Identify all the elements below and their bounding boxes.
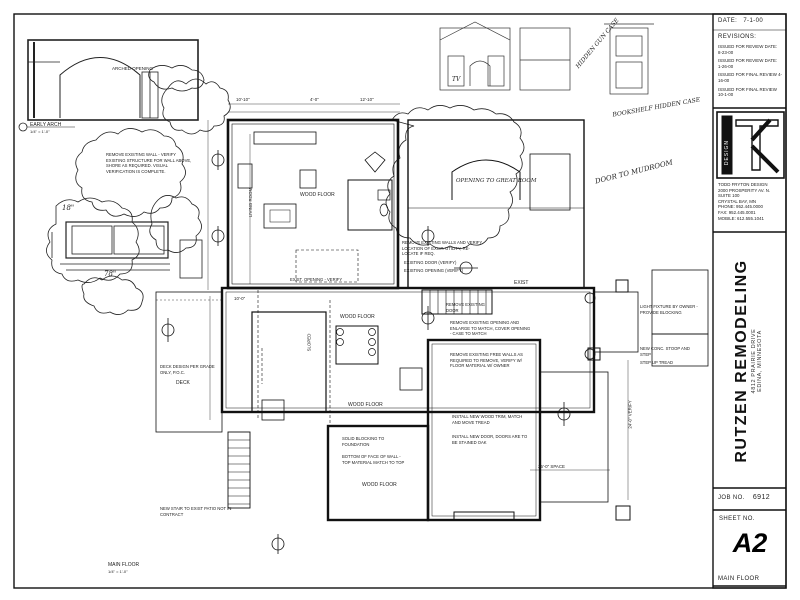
annotation-note: REMOVE EXISTING WALLS AND VERIFY LOCATIO… [402, 240, 483, 257]
firm-line: TODD FRYTON DESIGN [718, 182, 768, 187]
logo-vertical-text: DESIGN [724, 140, 730, 166]
annotation-note: EXIST. OPENING - VERIFY [290, 277, 343, 282]
annotation-note: EXISTING DOOR (VERIFY) [404, 260, 457, 265]
project-address-line-2: EDINA, MINNESOTA [757, 330, 763, 392]
handwritten-note: 18" [62, 204, 75, 212]
handwritten-note: OPENING TO GREAT ROOM [456, 178, 537, 184]
revision-entry: ISSUED FOR FINAL REVIEW 4-16-00 [718, 72, 782, 83]
stair [421, 289, 493, 315]
annotation-note: SOLID BLOCKING TO FOUNDATION [342, 436, 385, 447]
annotation-note: NEW STAIR TO EXIST PATIO NOT IN CONTRACT [160, 506, 232, 517]
firm-line: 2000 PROSPERITY AV. N. [718, 187, 771, 193]
annotation-note: EXISTING OPENING (VERIFY) [404, 268, 464, 273]
sheet-number-label: SHEET NO. [719, 516, 755, 522]
revision-entry: ISSUED FOR REVIEW DATE: 8-23-00 [718, 44, 778, 55]
firm-line: SUITE 100 [718, 193, 740, 199]
firm-info: TODD FRYTON DESIGN 2000 PROSPERITY AV. N… [718, 182, 782, 221]
early-arch-label: EARLY ARCH [30, 122, 62, 128]
date-value: 7-1-00 [743, 18, 764, 24]
firm-line: MOBILE: 612.555.1041 [718, 215, 764, 221]
annotation-note: REMOVE EXISTING FREE WALLS AS REQUIRED T… [450, 352, 523, 369]
main-floor-plan [155, 103, 709, 554]
room-label: WOOD FLOOR [340, 314, 375, 320]
annotation-note: LIGHT FIXTURE BY OWNER - PROVIDE BLOCKIN… [640, 304, 698, 315]
dimension-label: 12'-10" [360, 97, 374, 102]
title-block-frame [712, 13, 787, 589]
annotation-note: REMOVE EXISTING OPENING AND ENLARGE TO M… [450, 320, 531, 337]
dimension-label: 25'-0" SPACE [538, 464, 565, 469]
arched-opening-label: ARCHED OPENING [112, 66, 154, 71]
date-field: DATE: 7-1-00 [718, 18, 763, 24]
deck-label: DECK [176, 380, 190, 386]
firm-logo [716, 111, 785, 179]
exist-label: EXIST [514, 280, 529, 286]
sheet-number-value: A2 [732, 528, 768, 558]
annotation-note: STEP UP TREAD [640, 360, 674, 365]
revision-entry: ISSUED FOR FINAL REVIEW 10-1-00 [718, 86, 777, 98]
dimension-label: 10'-10" [236, 97, 250, 102]
room-label: WOOD FLOOR [362, 482, 397, 488]
job-number-value: 6912 [752, 494, 771, 501]
date-label: DATE: [718, 18, 738, 24]
firm-line: PHONE: 952.445.0000 [718, 204, 763, 210]
annotation-note: INSTALL NEW DOOR, DOORS ARE TO BE STAINE… [452, 434, 528, 445]
annotation-note: REMOVE EXISTING DOOR [446, 302, 485, 313]
handwritten-note: TV [452, 76, 461, 83]
window-section-detail [51, 221, 203, 279]
main-floor-scale: 1/4" = 1'-0" [108, 569, 128, 574]
revisions-label: REVISIONS: [718, 34, 757, 40]
early-arch-detail [18, 39, 199, 132]
main-floor-label: MAIN FLOOR [108, 562, 140, 568]
annotation-note: BOTTOM OF FACE OF WALL - TOP MATERIAL MA… [342, 454, 405, 465]
firm-line: CRYSTAL BAY, MN [718, 198, 757, 204]
annotation-note: REMOVE EXISTING WALL - VERIFY EXISTING S… [106, 152, 192, 174]
revision-entry: ISSUED FOR REVIEW DATE: 1-26-00 [718, 58, 778, 69]
annotation-note: DECK DESIGN PER GRADE ONLY, P.O.C. [160, 364, 215, 375]
sheet-number-field: SHEET NO. A2 [714, 516, 786, 559]
exterior-stair [227, 431, 251, 509]
sheet-border [13, 13, 787, 589]
elevation-sketch [439, 21, 654, 95]
dimension-label: 24'-0" VERIFY [627, 400, 633, 429]
annotation-note: INSTALL NEW WOOD TRIM, MATCH AND MOVE TR… [452, 414, 523, 425]
dimension-label: LIVING ROOM [248, 187, 254, 218]
dimension-label: SLOPED [306, 333, 312, 352]
sheet-title: MAIN FLOOR [718, 576, 760, 582]
room-label: WOOD FLOOR [348, 402, 383, 408]
job-number-field: JOB NO. 6912 [718, 494, 770, 501]
project-name: RUTZEN REMODELING [733, 259, 750, 463]
annotation-note: NEW CONC. STOOP AND STEP [640, 346, 690, 357]
project-title-block: RUTZEN REMODELING 4812 PRAIRIE DRIVE EDI… [713, 236, 783, 486]
revisions-list: ISSUED FOR REVIEW DATE: 8-23-00 ISSUED F… [718, 44, 782, 98]
dimension-label: 4'-0" [310, 97, 319, 102]
handwritten-note: 78" [104, 270, 117, 278]
early-arch-scale: 1/4" = 1'-0" [30, 129, 50, 134]
dimension-label: 10'-0" [234, 296, 246, 301]
firm-line: FAX: 952.445.0001 [718, 209, 756, 215]
job-number-label: JOB NO. [718, 495, 745, 501]
room-label: WOOD FLOOR [300, 192, 335, 198]
